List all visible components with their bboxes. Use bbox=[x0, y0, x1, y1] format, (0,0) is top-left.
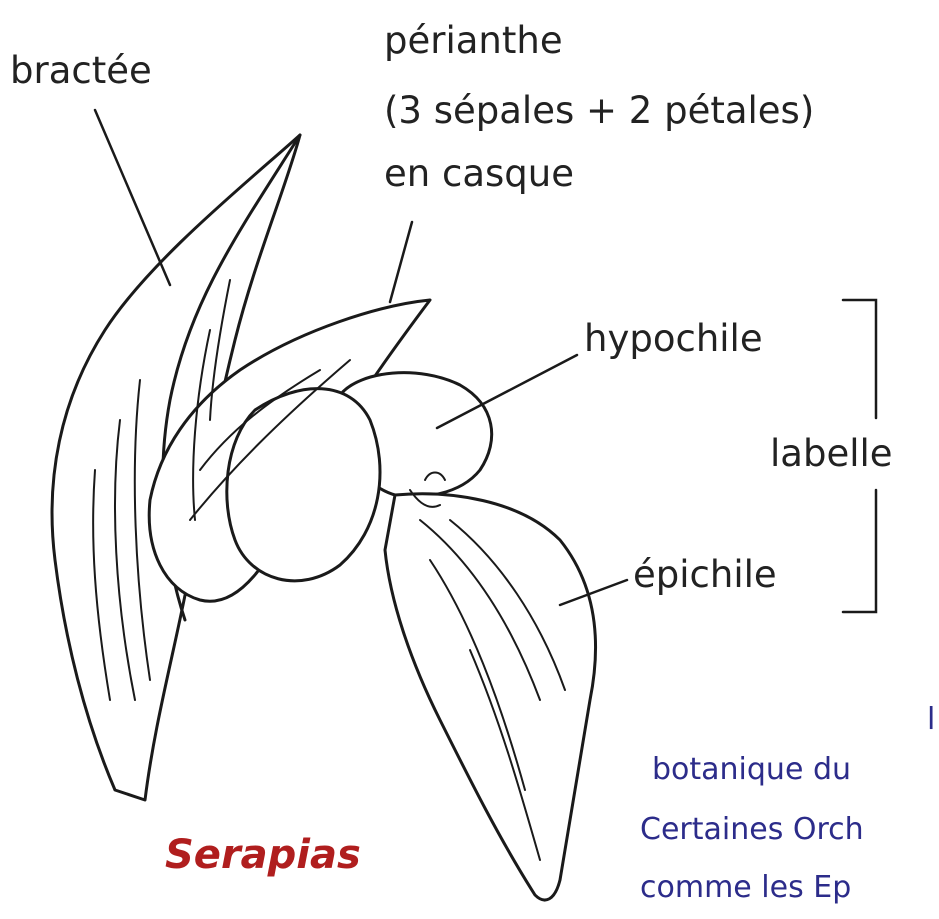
label-bractee: bractée bbox=[10, 52, 152, 89]
leader-bractee bbox=[95, 110, 170, 285]
cut-text-line-3: Certaines Orch bbox=[640, 815, 864, 845]
genus-name: Serapias bbox=[165, 835, 361, 875]
label-epichile: épichile bbox=[633, 556, 777, 593]
cut-text-line-2: botanique du bbox=[652, 755, 851, 785]
label-perianthe-1: périanthe bbox=[384, 22, 563, 59]
label-labelle: labelle bbox=[770, 435, 893, 472]
leader-perianthe bbox=[390, 222, 412, 302]
labelle-bracket-bottom bbox=[843, 490, 876, 612]
label-perianthe-2: (3 sépales + 2 pétales) bbox=[384, 92, 814, 129]
label-perianthe-3: en casque bbox=[384, 155, 574, 192]
epichile-shape bbox=[385, 494, 596, 900]
labelle-bracket-top bbox=[843, 300, 876, 418]
cut-text-line-1: l bbox=[927, 705, 935, 735]
cut-text-line-4: comme les Ep bbox=[640, 873, 851, 903]
label-hypochile: hypochile bbox=[584, 320, 763, 357]
